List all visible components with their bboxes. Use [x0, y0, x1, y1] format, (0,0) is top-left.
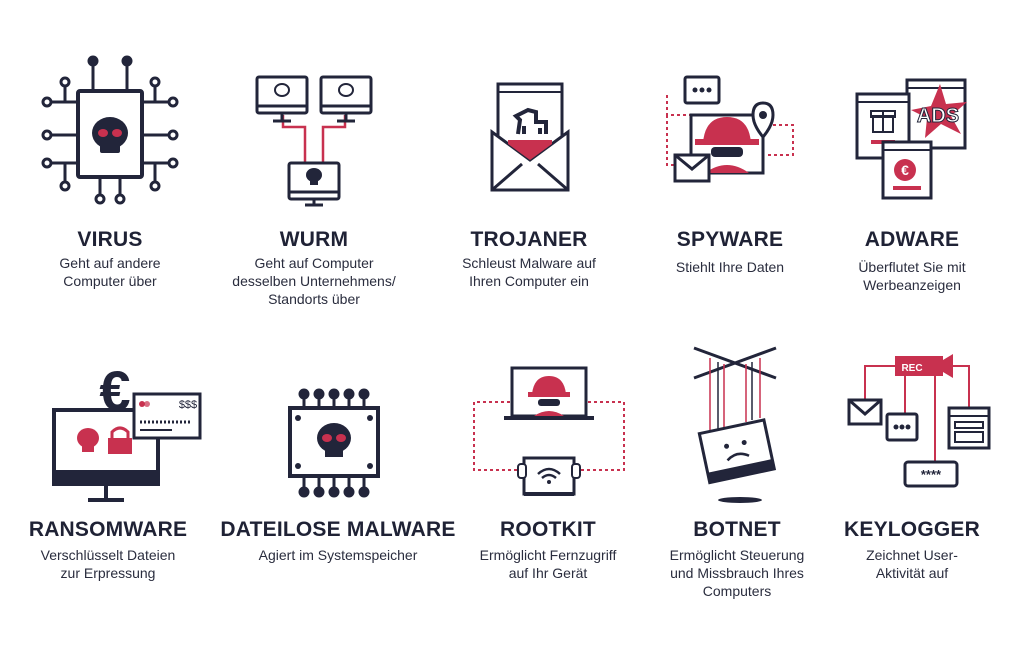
card-title: BOTNET — [693, 518, 781, 541]
card-title: ADWARE — [864, 228, 960, 251]
ransom-monitor-lock-icon: € $$$ — [50, 358, 205, 506]
svg-text:ADS: ADS — [917, 105, 959, 127]
svg-text:****: **** — [921, 467, 942, 482]
card-description: Agiert im Systemspeicher — [258, 547, 418, 563]
card-title: ROOTKIT — [500, 518, 596, 541]
svg-text:REC: REC — [901, 363, 922, 374]
memory-chip-skull-icon — [284, 388, 384, 498]
worm-network-monitors-icon — [255, 75, 375, 207]
trojan-horse-envelope-icon — [488, 82, 572, 197]
card-title: TROJANER — [470, 228, 588, 251]
card-description: Zeichnet User-Aktivität auf — [866, 547, 958, 581]
card-title: VIRUS — [77, 228, 143, 251]
card-title: SPYWARE — [676, 228, 784, 251]
puppet-monitor-icon — [690, 344, 790, 506]
svg-text:€: € — [901, 162, 909, 178]
card-title: DATEILOSE MALWARE — [220, 518, 456, 541]
ads-windows-icon: ADS € — [855, 78, 980, 203]
card-description: Stiehlt Ihre Daten — [675, 259, 785, 275]
card-title: KEYLOGGER — [844, 518, 980, 541]
virus-chip-skull-icon — [40, 55, 180, 205]
spy-agent-icon — [665, 75, 795, 195]
keylogger-recorder-icon: REC **** — [845, 350, 995, 495]
svg-text:$$$: $$$ — [179, 399, 197, 411]
card-title: RANSOMWARE — [28, 518, 188, 541]
card-title: WURM — [279, 228, 349, 251]
rootkit-laptop-spy-icon — [470, 366, 628, 502]
